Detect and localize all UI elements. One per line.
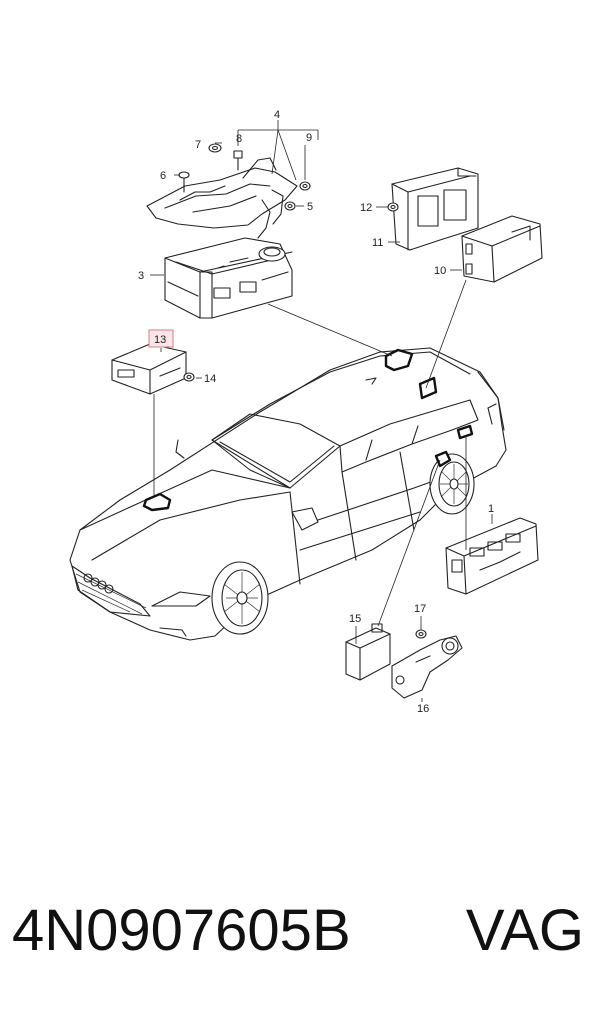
nut-5 <box>284 201 296 211</box>
control-unit-3 <box>164 237 293 319</box>
nut-14 <box>183 372 195 382</box>
module-10 <box>461 215 543 283</box>
callout-3: 3 <box>138 270 144 282</box>
bracket-11 <box>391 167 479 251</box>
callout-10: 10 <box>434 265 446 277</box>
callout-17: 17 <box>414 603 426 615</box>
control-unit-13 <box>111 343 187 395</box>
callout-13: 13 <box>154 334 166 346</box>
callout-6: 6 <box>160 170 166 182</box>
nut-17 <box>415 629 427 639</box>
nut-9 <box>299 181 311 191</box>
callout-8: 8 <box>236 133 242 145</box>
sensor-15 <box>345 623 391 681</box>
nut-7 <box>208 143 222 153</box>
callout-1: 1 <box>488 503 494 515</box>
callout-11: 11 <box>372 237 383 249</box>
brand-label: VAG <box>465 898 584 963</box>
part-number: 4N0907605B <box>12 898 351 963</box>
callout-5: 5 <box>307 201 313 213</box>
location-marker-pillar <box>456 424 474 440</box>
leader-lines <box>150 120 493 702</box>
location-marker-roof <box>384 348 414 372</box>
callout-7: 7 <box>195 139 201 151</box>
callout-4: 4 <box>274 109 280 121</box>
callout-16: 16 <box>417 703 429 715</box>
callout-9: 9 <box>306 132 312 144</box>
bracket-assembly <box>146 157 298 239</box>
bracket-16 <box>391 635 463 699</box>
callout-15: 15 <box>349 613 361 625</box>
module-1 <box>445 517 539 595</box>
parts-diagram: 4 7 8 9 6 5 3 12 11 10 13 14 1 15 17 16 <box>69 109 543 715</box>
car-illustration <box>69 347 507 641</box>
callout-12: 12 <box>360 202 372 214</box>
callout-14: 14 <box>204 373 216 385</box>
nut-12 <box>387 202 399 212</box>
highlight-box-13 <box>148 329 174 348</box>
location-marker-hood <box>142 492 172 512</box>
bolt-8 <box>233 150 243 171</box>
